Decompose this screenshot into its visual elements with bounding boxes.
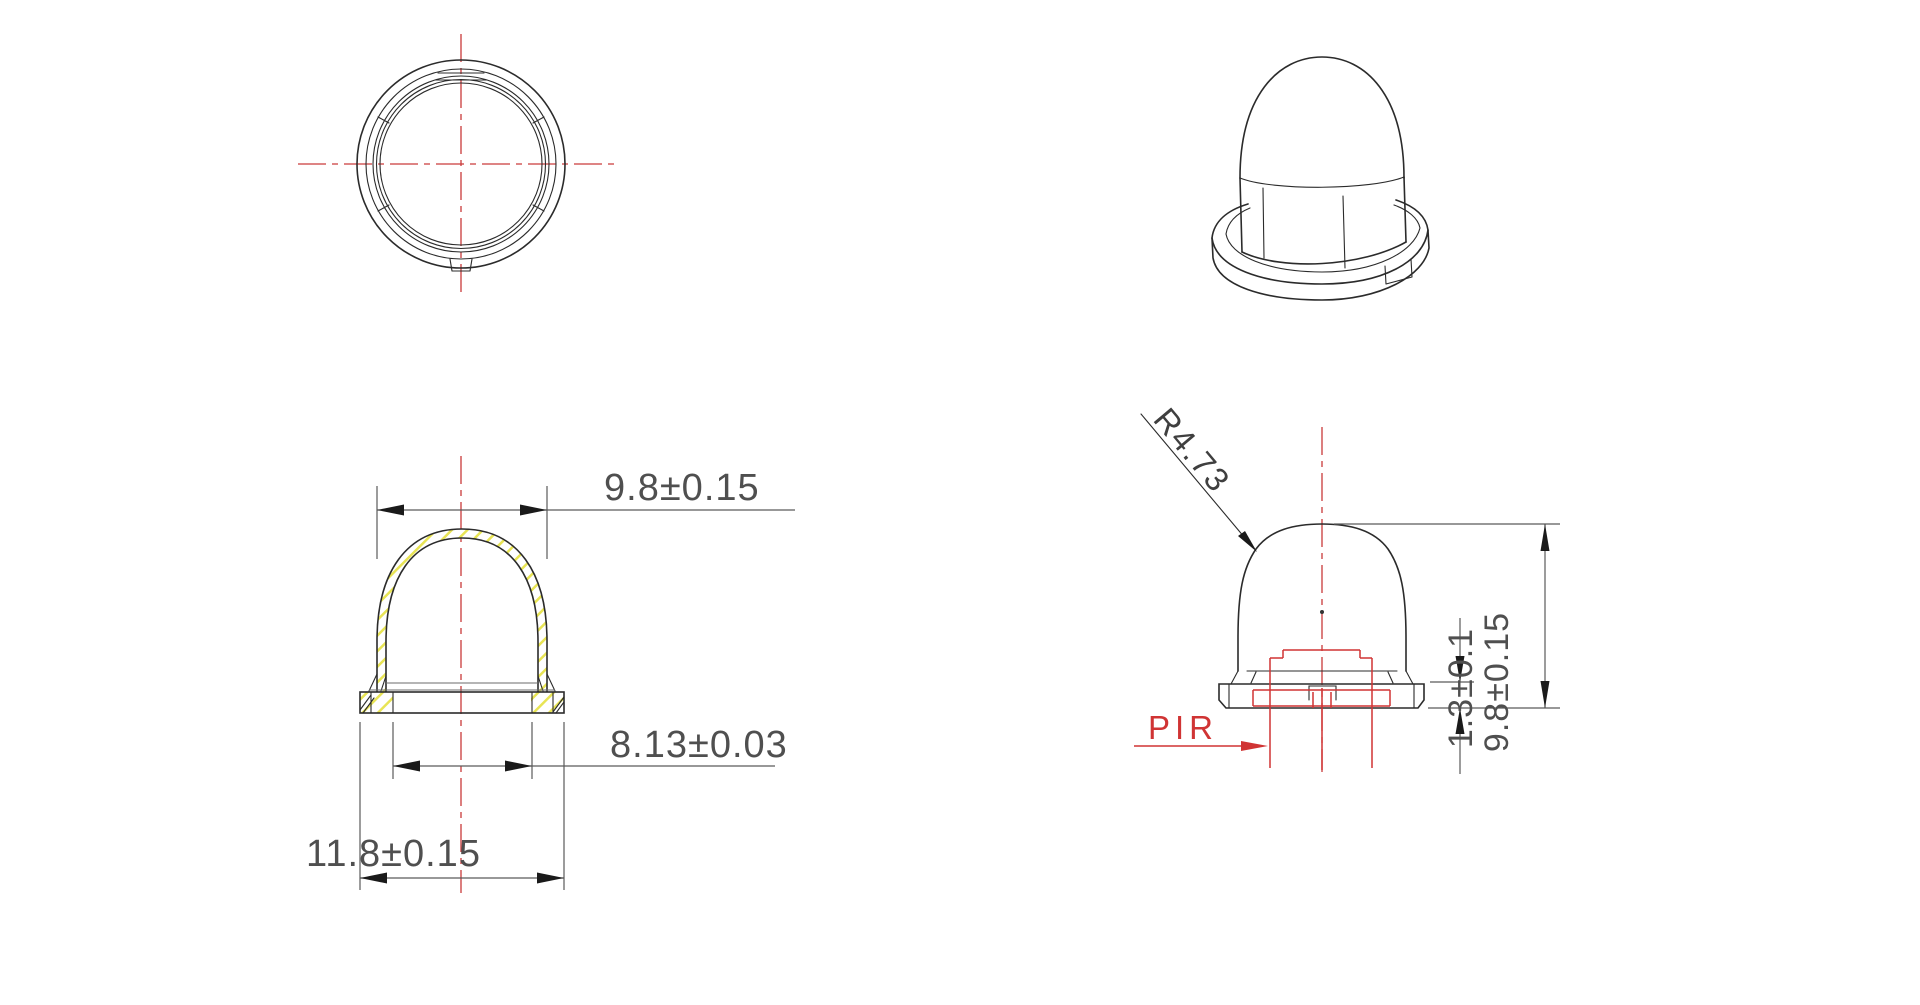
dome-base-flares: [368, 673, 556, 692]
flange-hatch-left: [360, 692, 393, 713]
arrowhead-top: [1540, 524, 1550, 551]
dim-overall-height: 9.8±0.15: [1478, 612, 1516, 752]
iso-dome-seam: [1239, 176, 1405, 188]
side-base-ring: [1230, 670, 1414, 685]
arrowhead-bottom: [1540, 681, 1550, 708]
arrowhead-right: [520, 504, 547, 516]
extension-lines: [359, 722, 565, 890]
top-view-notch-ticks: [377, 116, 545, 212]
side-dome-outline: [1237, 523, 1407, 672]
arrowhead-up: [1455, 708, 1465, 734]
front-section-view: 9.8±0.15 8.13±0.03 11.8±0.15: [306, 456, 795, 893]
iso-flange-inner-rim: [1225, 204, 1421, 273]
dimension-inner-diameter: 8.13±0.03: [392, 722, 788, 779]
flange-outline: [359, 691, 565, 714]
arrowhead-right: [537, 872, 564, 884]
iso-cylinder-sides: [1239, 176, 1407, 253]
iso-flange-notch: [1384, 258, 1413, 285]
top-view-outer-circle: [356, 59, 566, 269]
iso-dome-outline: [1239, 56, 1405, 179]
radius-leader-line: [1140, 413, 1251, 545]
iso-facet-lines: [1262, 187, 1346, 269]
flange-inner-verticals: [370, 691, 554, 714]
dim-inner-diameter: 8.13±0.03: [610, 724, 788, 766]
dim-dome-outer-width: 9.8±0.15: [604, 467, 760, 509]
side-flange-chamfer-ticks: [1228, 683, 1415, 709]
radius-arrowhead: [1238, 531, 1257, 552]
arrowhead-left: [360, 872, 387, 884]
flange-section-diagonals: [359, 694, 565, 714]
top-view-tab-chords: [434, 72, 488, 81]
dome-inner-profile: [385, 537, 539, 693]
arrowhead-left: [377, 504, 404, 516]
dimension-dome-outer-width: 9.8±0.15: [376, 467, 795, 559]
dome-outer-profile: [376, 528, 548, 693]
side-view: PIR R4.73 1.3±0.1 9.8±0.15: [1134, 401, 1560, 774]
side-flange-outline: [1218, 683, 1425, 709]
top-view-bottom-tab: [449, 258, 473, 272]
pir-callout: PIR: [1134, 709, 1268, 751]
pir-label: PIR: [1148, 709, 1218, 746]
iso-flange-skirt: [1211, 229, 1430, 301]
sphere-center-mark: [1320, 610, 1324, 614]
arrowhead-right: [505, 760, 532, 772]
top-view-circle-3: [372, 75, 550, 253]
dim-flange-width: 11.8±0.15: [306, 833, 481, 875]
side-center-key-tab: [1308, 685, 1337, 701]
extension-lines: [392, 722, 533, 779]
flange-hatch-right: [531, 692, 564, 713]
pir-arrowhead: [1241, 741, 1268, 751]
top-view: [298, 34, 618, 298]
extension-lines: [1334, 523, 1560, 709]
dim-flange-thickness: 1.3±0.1: [1442, 628, 1480, 748]
radius-callout: R4.73: [1140, 401, 1257, 552]
isometric-view: [1211, 56, 1430, 301]
top-view-centerlines: [298, 34, 618, 298]
extension-lines: [376, 486, 548, 559]
arrowhead-left: [393, 760, 420, 772]
top-view-inner-circle: [379, 82, 543, 246]
iso-cylinder-bottom: [1241, 241, 1407, 265]
iso-flange-outer-rim: [1211, 199, 1429, 285]
dim-dome-radius: R4.73: [1147, 401, 1238, 500]
dimension-overall-height: 9.8±0.15: [1478, 524, 1550, 752]
top-view-circle-2: [365, 68, 557, 260]
arrowhead-down: [1455, 656, 1465, 682]
dimension-flange-width: 11.8±0.15: [306, 722, 565, 890]
dimension-flange-thickness: 1.3±0.1: [1334, 523, 1560, 774]
dome-inner-ledge-lines: [369, 682, 555, 691]
pir-sensor-leads: [1269, 684, 1373, 770]
